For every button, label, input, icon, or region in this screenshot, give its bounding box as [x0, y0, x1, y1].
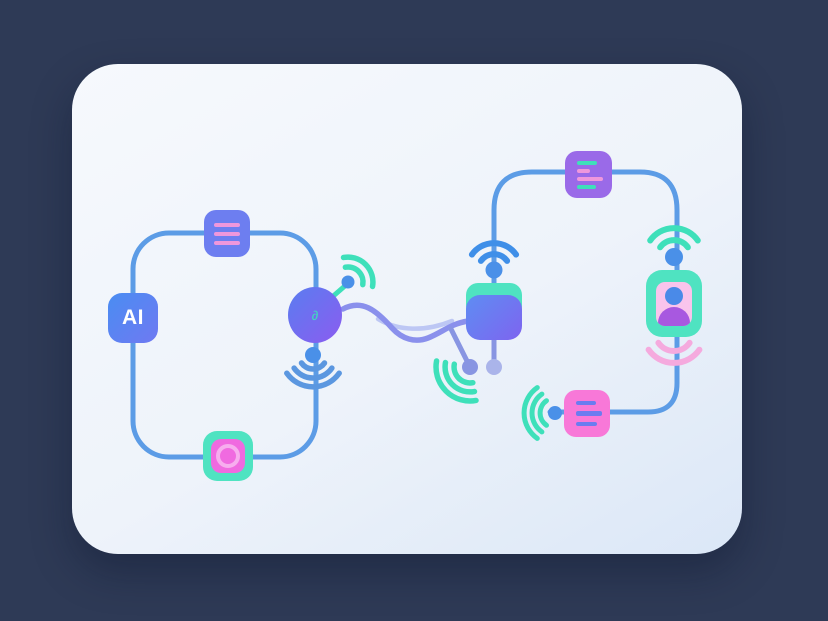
- avatar-body: [658, 306, 690, 326]
- ring-icon: [216, 444, 240, 468]
- avatar-frame: [656, 281, 692, 326]
- broadcast-dot: [305, 347, 321, 363]
- ai-badge: AI: [108, 293, 158, 343]
- branch-dot: [462, 359, 478, 375]
- signal-arcs-icon: [647, 225, 701, 251]
- broadcast-icon: [284, 360, 342, 390]
- document-lines-icon: [564, 390, 610, 437]
- avatar-signal-dot: [665, 248, 683, 266]
- signal-arcs-icon: [340, 254, 376, 290]
- document-signal-dot: [548, 406, 562, 420]
- user-avatar-icon: [646, 270, 702, 337]
- ai-hub-node: ∂: [288, 287, 342, 343]
- antenna-dot: [341, 275, 355, 289]
- signal-arcs-icon: [521, 385, 549, 441]
- ai-badge-label: AI: [122, 306, 144, 329]
- avatar-head: [665, 286, 683, 305]
- right-loop-connector: [491, 169, 680, 415]
- cube-branch-left: [448, 326, 470, 364]
- cable-connector: [340, 302, 471, 343]
- signal-arcs-icon: [433, 358, 479, 404]
- wifi-icon: [468, 240, 520, 264]
- app-inner-tile: [211, 439, 245, 473]
- signal-arcs-icon: [645, 339, 703, 366]
- hub-glyph: ∂: [311, 307, 319, 323]
- list-lines-icon: [565, 151, 612, 198]
- app-ring-icon: [203, 431, 253, 481]
- wifi-dot: [485, 261, 503, 279]
- branch-dot: [486, 359, 502, 375]
- illustration-card: [72, 64, 742, 554]
- cube-device-icon: [466, 295, 522, 340]
- left-loop-connector: [130, 230, 319, 460]
- menu-lines-icon: [204, 210, 250, 257]
